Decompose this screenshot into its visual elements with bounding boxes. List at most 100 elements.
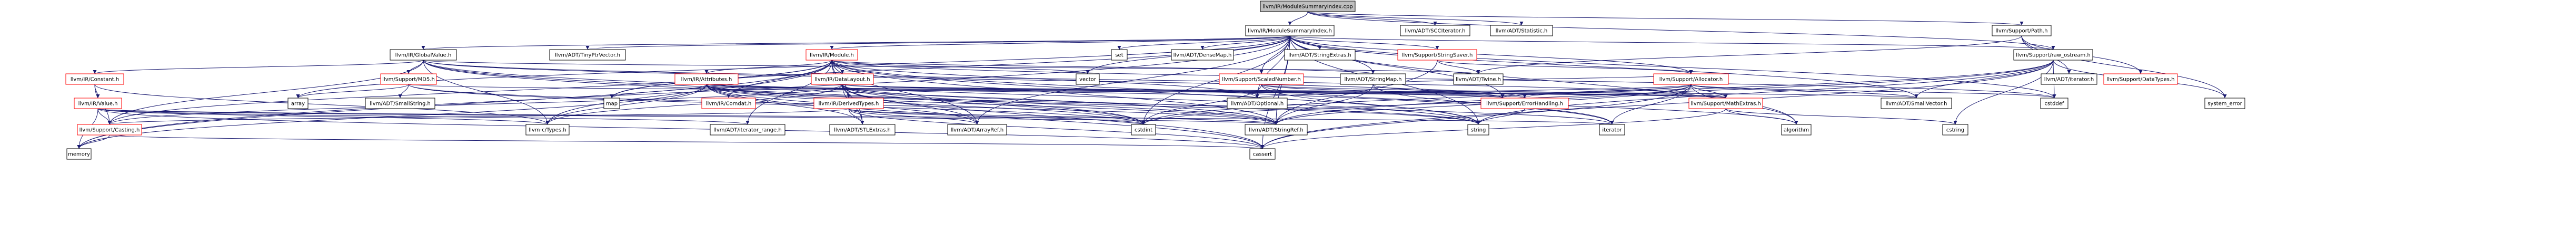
edge-root-to-rawostream xyxy=(1307,11,2055,50)
edge-casting-to-cassert xyxy=(109,134,1264,149)
node-llvm-ir-modulesummaryindex-cpp[interactable]: llvm/IR/ModuleSummaryIndex.cpp xyxy=(1260,1,1356,12)
node-llvm-support-stringsaver-h[interactable]: llvm/Support/StringSaver.h xyxy=(1397,49,1477,61)
edge-msi-to-stringsaver xyxy=(1289,35,1439,50)
node-llvm-adt-iterator-h: llvm/ADT/iterator.h xyxy=(2041,73,2097,85)
edge-root-to-msi xyxy=(1288,11,1308,26)
edge-msi-to-array xyxy=(296,35,1290,99)
node-llvm-c-types-h: llvm-c/Types.h xyxy=(525,124,570,136)
node-label: cstddef xyxy=(2045,101,2064,107)
node-algorithm: algorithm xyxy=(1781,124,1812,136)
node-box xyxy=(2040,98,2068,109)
edge-msi-to-memory xyxy=(77,35,1290,149)
node-iterator: iterator xyxy=(1599,124,1625,136)
edge-datalayout-to-arrayref xyxy=(842,84,979,125)
node-box xyxy=(805,49,858,61)
node-llvm-support-scalednumber-h[interactable]: llvm/Support/ScaledNumber.h xyxy=(1219,73,1304,85)
node-box xyxy=(1453,73,1504,85)
node-label: memory xyxy=(68,152,90,158)
node-box xyxy=(66,148,92,160)
edge-module-to-cstddef xyxy=(831,60,2056,99)
edge-module-to-iterrange xyxy=(745,60,832,125)
node-box xyxy=(2103,73,2178,85)
node-system-error: system_error xyxy=(2204,98,2245,109)
node-llvm-support-errorhandling-h[interactable]: llvm/Support/ErrorHandling.h xyxy=(1480,98,1569,109)
edge-attributes-to-memory xyxy=(77,84,707,149)
node-set: set xyxy=(1111,49,1128,61)
nodes-layer: llvm/IR/ModuleSummaryIndex.cpp llvm/IR/Mo… xyxy=(65,1,2245,160)
node-llvm-adt-densemap-h: llvm/ADT/DenseMap.h xyxy=(1171,49,1234,61)
node-box xyxy=(829,124,896,136)
edge-stringsaver-to-twine xyxy=(1437,60,1480,74)
edge-rawostream-to-cstring xyxy=(1953,60,2054,125)
node-label: llvm/Support/ScaledNumber.h xyxy=(1222,77,1301,83)
node-llvm-support-md5-h[interactable]: llvm/Support/MD5.h xyxy=(380,73,437,85)
node-llvm-adt-stringref-h: llvm/ADT/StringRef.h xyxy=(1245,124,1308,136)
node-array: array xyxy=(287,98,309,109)
node-label: algorithm xyxy=(1784,128,1809,133)
node-llvm-support-casting-h[interactable]: llvm/Support/Casting.h xyxy=(77,124,142,136)
node-box xyxy=(1688,98,1763,109)
node-llvm-ir-constant-h[interactable]: llvm/IR/Constant.h xyxy=(65,73,124,85)
node-llvm-support-mathextras-h[interactable]: llvm/Support/MathExtras.h xyxy=(1688,98,1763,109)
edge-allocator-to-optional xyxy=(1255,84,1692,99)
node-llvm-ir-modulesummaryindex-h: llvm/IR/ModuleSummaryIndex.h xyxy=(1245,25,1335,36)
node-label: llvm/Support/DataTypes.h xyxy=(2106,77,2174,83)
node-map: map xyxy=(603,98,620,109)
node-box xyxy=(2204,98,2245,109)
node-llvm-ir-globalvalue-h: llvm/IR/GlobalValue.h xyxy=(390,49,457,61)
edge-value-to-stringref xyxy=(97,108,1278,125)
node-label: llvm/Support/MathExtras.h xyxy=(1690,101,1761,107)
edge-scaled-to-cstdint xyxy=(1141,84,1262,125)
edge-attributes-to-string xyxy=(706,84,1480,125)
edge-derivedtypes-to-casting xyxy=(108,108,849,125)
node-vector: vector xyxy=(1076,73,1100,85)
node-llvm-ir-datalayout-h[interactable]: llvm/IR/DataLayout.h xyxy=(811,73,874,85)
edge-module-to-optional xyxy=(831,60,1259,99)
node-box xyxy=(1260,1,1356,12)
node-label: vector xyxy=(1079,77,1097,83)
node-box xyxy=(1171,49,1234,61)
node-llvm-ir-attributes-h[interactable]: llvm/IR/Attributes.h xyxy=(674,73,739,85)
node-box xyxy=(1400,25,1470,36)
node-box xyxy=(1881,98,1952,109)
node-llvm-adt-stringextras-h: llvm/ADT/StringExtras.h xyxy=(1284,49,1356,61)
node-llvm-ir-comdat-h[interactable]: llvm/IR/Comdat.h xyxy=(701,98,756,109)
edge-msi-to-rawostream xyxy=(1289,35,2055,50)
edge-rawostream-to-cassert xyxy=(1260,60,2054,149)
edge-path-to-twine xyxy=(1476,35,2022,74)
edge-module-to-comdat xyxy=(727,60,832,99)
node-label: llvm/ADT/SCCIterator.h xyxy=(1405,28,1466,34)
node-llvm-ir-value-h[interactable]: llvm/IR/Value.h xyxy=(74,98,122,109)
node-label: cassert xyxy=(1253,152,1272,158)
edge-globalvalue-to-stringref xyxy=(423,60,1278,125)
node-llvm-support-raw-ostream-h: llvm/Support/raw_ostream.h xyxy=(2013,49,2093,61)
node-box xyxy=(287,98,309,109)
edge-msi-to-optional xyxy=(1255,35,1290,99)
node-llvm-support-path-h: llvm/Support/Path.h xyxy=(1992,25,2052,36)
node-label: llvm/ADT/Twine.h xyxy=(1456,77,1501,83)
node-llvm-adt-stlextras-h: llvm/ADT/STLExtras.h xyxy=(829,124,896,136)
edge-datalayout-to-errorhandling xyxy=(842,84,1526,99)
node-llvm-ir-derivedtypes-h[interactable]: llvm/IR/DerivedTypes.h xyxy=(813,98,884,109)
edge-allocator-to-iterator xyxy=(1610,84,1692,125)
edge-stringmap-to-stringref xyxy=(1274,84,1374,125)
node-box xyxy=(65,73,124,85)
edge-derivedtypes-to-cstdint xyxy=(848,108,1146,125)
node-llvm-ir-module-h[interactable]: llvm/IR/Module.h xyxy=(805,49,858,61)
node-llvm-support-datatypes-h[interactable]: llvm/Support/DataTypes.h xyxy=(2103,73,2178,85)
edge-path-to-systemerror xyxy=(2021,35,2227,99)
edge-value-to-ctypes xyxy=(97,108,550,125)
edge-value-to-iterator xyxy=(97,108,1614,125)
node-llvm-adt-arrayref-h: llvm/ADT/ArrayRef.h xyxy=(947,124,1007,136)
node-label: llvm/ADT/StringMap.h xyxy=(1344,77,1401,83)
node-label: iterator xyxy=(1602,128,1622,133)
node-label: llvm/Support/ErrorHandling.h xyxy=(1486,101,1563,107)
node-box xyxy=(1227,98,1288,109)
node-box xyxy=(549,49,626,61)
node-llvm-support-allocator-h[interactable]: llvm/Support/Allocator.h xyxy=(1653,73,1729,85)
node-box xyxy=(380,73,437,85)
node-label: llvm/IR/GlobalValue.h xyxy=(395,53,452,59)
edge-scaled-to-mathextras xyxy=(1261,84,1728,99)
node-box xyxy=(1245,25,1335,36)
node-label: llvm/IR/Constant.h xyxy=(71,77,119,83)
